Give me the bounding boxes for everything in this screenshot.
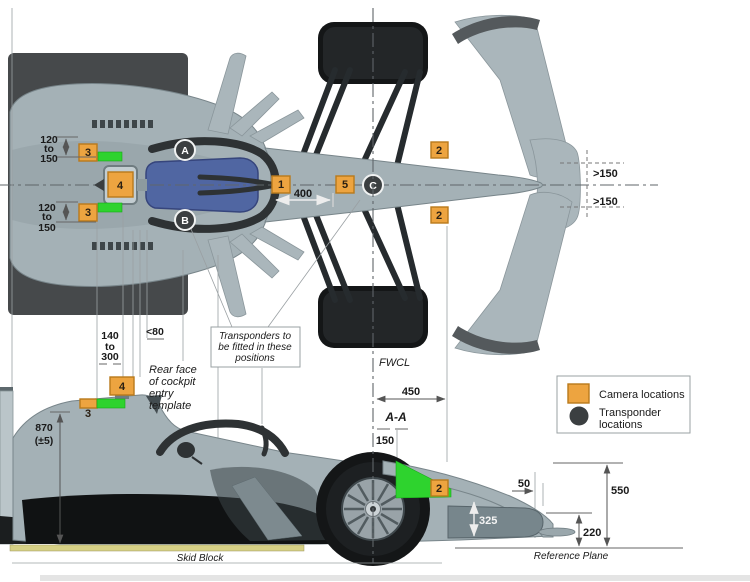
dim-text: 150	[376, 435, 394, 447]
note-text: positions	[234, 353, 274, 364]
transponder-b: B	[174, 209, 196, 231]
camera-3-side-label: 3	[85, 408, 91, 420]
note-text: template	[149, 400, 191, 412]
camera-4-top-label: 4	[117, 180, 124, 192]
leader-to-transponder-c	[267, 199, 361, 328]
bargeboard	[231, 476, 303, 541]
airbox-intake	[146, 395, 162, 414]
dim-text: 450	[402, 386, 420, 398]
dim-325: 325	[469, 501, 497, 537]
front-wing-tip	[538, 527, 576, 537]
reference-plane-label: Reference Plane	[534, 551, 609, 562]
note-text: entry	[149, 388, 175, 400]
mirror-stalk	[191, 456, 203, 465]
dim-text: 300	[101, 351, 119, 363]
dim-120-150-top: 120 to 150	[40, 134, 96, 165]
dim-140-300: 140 to 300	[99, 330, 121, 365]
dim-text: 120	[40, 134, 58, 146]
camera-zone-green-side-engine-cover	[96, 398, 126, 409]
legend-transponder-label-1: Transponder	[599, 407, 661, 419]
fwcl-label: FWCL	[379, 357, 410, 369]
section-label: A-A	[384, 410, 406, 424]
section-aa: A-A 150	[376, 410, 408, 447]
dim-text: 550	[611, 485, 629, 497]
dim-220: 220	[546, 512, 601, 547]
camera-zone-green-top-upper	[97, 151, 123, 162]
legend: Camera locations Transponder locations	[556, 375, 691, 434]
dim-400: 400	[275, 188, 334, 207]
camera-box-3-top: 3	[78, 143, 98, 162]
legend-camera-swatch	[567, 383, 590, 404]
camera-box-2-upper: 2	[430, 141, 449, 159]
bracket-link	[137, 179, 147, 191]
note-text: Rear face	[149, 364, 197, 376]
note-text: of cockpit	[149, 376, 196, 388]
dim-text: (±5)	[35, 435, 54, 447]
front-suspension	[295, 67, 423, 303]
dim-text: to	[44, 143, 54, 155]
dim-text: 120	[38, 202, 56, 214]
note-text: be fitted in these	[218, 342, 292, 353]
dim-text: >150	[593, 168, 618, 180]
camera-4-side-label: 4	[119, 381, 126, 393]
legend-transponder-label-2: locations	[599, 419, 643, 431]
dim-text: 870	[35, 422, 53, 434]
camera-2-upper-label: 2	[436, 145, 442, 157]
dim-text: 220	[583, 527, 601, 539]
dim-text: 50	[518, 478, 530, 490]
dim-120-150-bottom: 120 to 150	[38, 201, 96, 234]
rear-face-note: Rear face of cockpit entry template	[149, 364, 197, 412]
dim-text: 150	[40, 153, 58, 165]
camera-5-label: 5	[342, 179, 348, 191]
skid-block-strip	[9, 544, 305, 552]
bracket-pointer	[94, 179, 104, 191]
top-view: 3 3 4 1 5 2 2 A	[0, 14, 658, 356]
dim-text: to	[105, 341, 115, 353]
camera-3-top-label: 3	[85, 147, 91, 159]
camera-box-4-side: 4	[109, 376, 135, 399]
dim-870: 870 (±5)	[35, 411, 70, 544]
camera-box-4-top: 4	[107, 171, 134, 198]
camera-3-side-box	[79, 398, 98, 409]
dim-lt80: <80	[146, 326, 164, 340]
camera-2-side-label: 2	[436, 483, 442, 495]
dim-450: 450	[376, 386, 446, 403]
page-edge-shadow	[40, 575, 750, 581]
camera-3-bottom-label: 3	[85, 207, 91, 219]
dim-text: >150	[593, 196, 618, 208]
dim-gt150: >150 >150	[560, 150, 624, 220]
dim-text: 150	[38, 222, 56, 234]
note-text: Transponders to	[219, 331, 292, 342]
transponder-b-label: B	[181, 215, 189, 227]
dim-text: 325	[479, 515, 497, 527]
dim-550: 550	[553, 462, 629, 547]
legend-transponder-swatch	[569, 406, 589, 426]
legend-camera-label: Camera locations	[599, 389, 685, 401]
camera-box-1: 1	[271, 175, 291, 194]
camera-2-lower-label: 2	[436, 210, 442, 222]
dim-text: to	[42, 211, 52, 223]
cooling-louvres-top	[92, 120, 153, 250]
camera-box-3-bottom: 3	[78, 203, 98, 222]
transponder-a-label: A	[181, 145, 189, 157]
transponder-a: A	[174, 139, 196, 161]
dim-50: 50	[512, 478, 534, 495]
dimension-annotations: 120 to 150 120 to 150 400 >150 >150	[35, 134, 630, 564]
camera-1-label: 1	[278, 179, 284, 191]
skid-block-label: Skid Block	[177, 553, 225, 564]
dim-text: 400	[294, 188, 312, 200]
dim-text: 140	[101, 330, 119, 342]
aero-deflectors	[207, 52, 305, 318]
leader-to-transponder-b	[190, 228, 233, 328]
camera-box-5: 5	[335, 175, 355, 194]
camera-box-2-side: 2	[430, 479, 449, 497]
halo-side-view	[156, 419, 289, 457]
transponder-note-box: Transponders to be fitted in these posit…	[210, 326, 301, 368]
rear-wing-flap-side	[0, 387, 13, 394]
dim-text: <80	[146, 326, 164, 338]
mirror	[177, 442, 195, 458]
camera-box-2-lower: 2	[430, 206, 449, 224]
camera-zone-green-top-lower	[97, 202, 123, 213]
